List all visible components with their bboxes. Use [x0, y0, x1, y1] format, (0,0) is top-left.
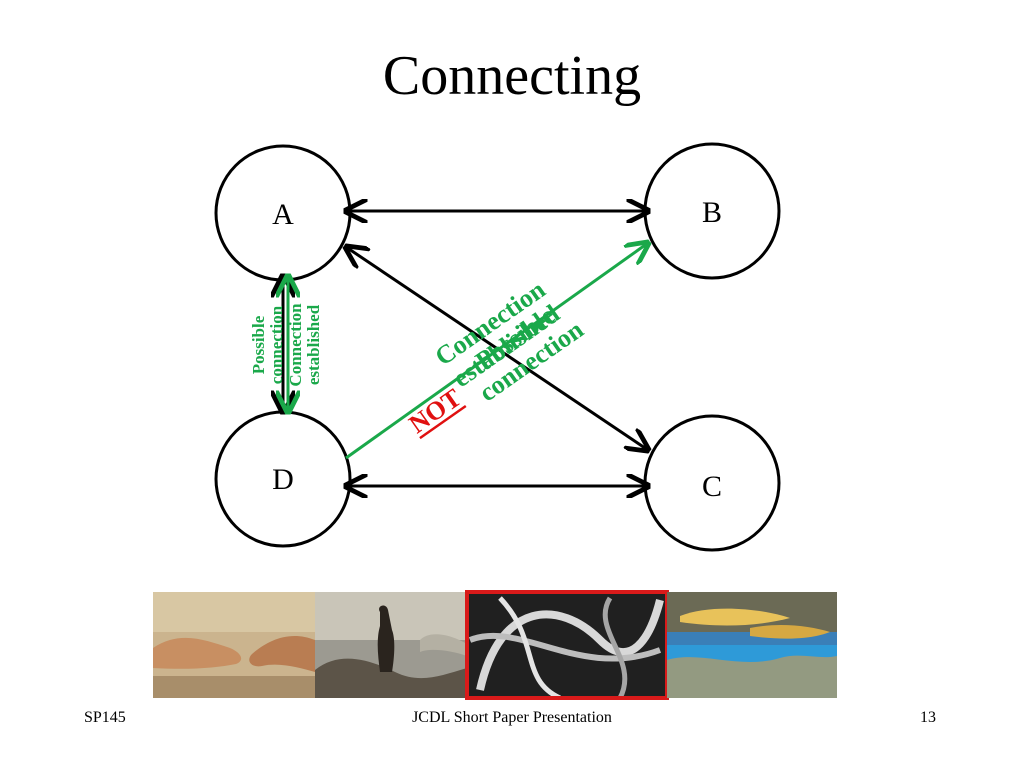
node-b: B: [643, 142, 781, 280]
node-b-label: B: [702, 196, 722, 229]
node-c-label: C: [702, 470, 722, 503]
edge-d-b-established: [345, 243, 648, 460]
image-hands-fresco: [153, 592, 315, 698]
edge-a-c: [346, 247, 648, 450]
node-d: D: [214, 410, 352, 548]
footer-left: SP145: [84, 709, 126, 726]
footer-right: 13: [920, 709, 936, 726]
node-a-label: A: [272, 198, 294, 231]
slide-title: Connecting: [382, 45, 642, 107]
node-c: C: [643, 414, 781, 552]
label-a-d-possible: Possible: [249, 315, 268, 374]
node-a: A: [214, 144, 352, 282]
image-highway-interchange: [465, 590, 669, 701]
node-d-label: D: [272, 463, 294, 496]
label-a-d-established: established: [304, 304, 323, 385]
label-a-d-connection: connection: [267, 305, 286, 384]
not-underline: [419, 405, 467, 440]
image-fish-underwater: [667, 592, 837, 698]
image-strip: [153, 590, 837, 701]
footer-center: JCDL Short Paper Presentation: [412, 709, 612, 726]
label-a-d-connection-2: Connection: [286, 303, 305, 387]
image-wanderer-above-sea-of-fog: [315, 592, 467, 698]
